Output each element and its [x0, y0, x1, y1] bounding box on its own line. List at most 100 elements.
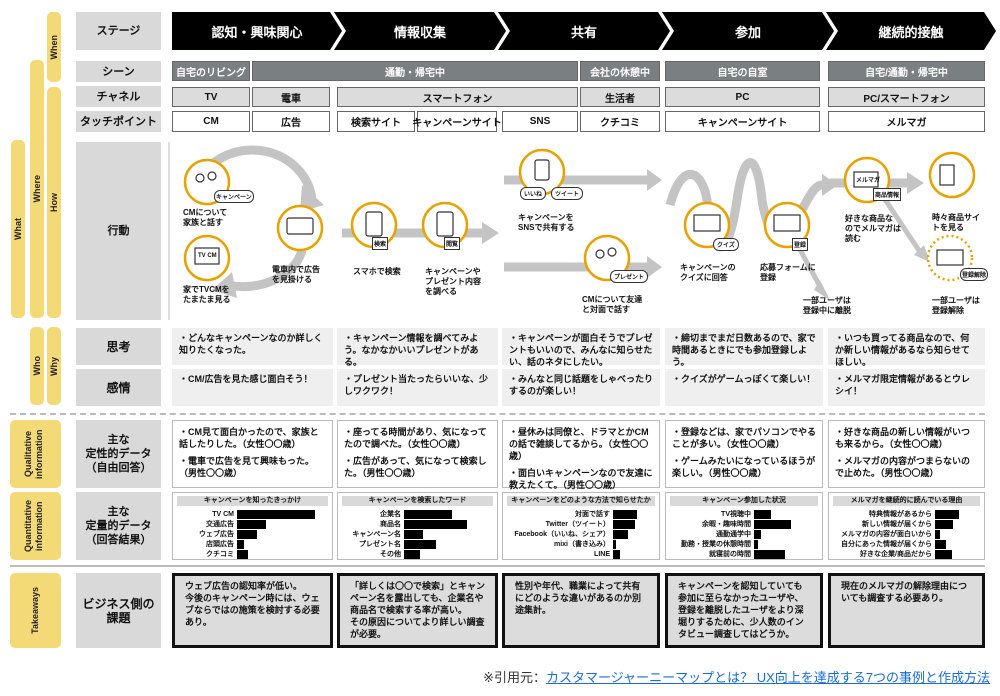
- qualitative-quote: ・ゲームみたいになっているほうが楽しい。（男性〇〇歳）: [672, 456, 816, 478]
- section-divider: [10, 565, 985, 567]
- chart-bar: [237, 509, 316, 519]
- touchpoint-cell: SNS: [502, 111, 578, 132]
- how-label: How: [47, 87, 61, 318]
- action-caption: キャンペーンを SNSで共有する: [518, 213, 575, 232]
- journey-arrows: [183, 145, 976, 300]
- chart-tick-label: 就寝前の時間: [709, 551, 751, 558]
- chart-tick-label: TV視聴中: [721, 511, 751, 518]
- chart-tick-label: メルマガの内容が面白いから: [841, 531, 932, 538]
- row-label-scene: シーン: [76, 61, 161, 82]
- row-label-quantitative: 主な 定量的データ （回答結果）: [76, 492, 161, 560]
- arrowhead: [212, 272, 237, 298]
- touchpoint-cell: キャンペーンサイト: [412, 111, 502, 132]
- chart-title: キャンペーンをどのような方法で知らせたか: [507, 496, 655, 506]
- chart-row: LINE: [507, 549, 655, 559]
- envelope-icon: [853, 171, 879, 188]
- action-caption: 電車内で広告 を見掛ける: [272, 265, 320, 284]
- action-caption: 好きな商品な のでメルマガは 読む: [845, 214, 901, 243]
- like-bubble-icon: いいね: [520, 187, 547, 200]
- stage-continuous: 継続的接触: [826, 12, 996, 50]
- chart-tick-label: LINE: [594, 550, 610, 558]
- citation: ※引用元：カスタマージャーニーマップとは？ UX向上を達成する7つの事例と作成方…: [483, 667, 990, 686]
- stage-awareness: 認知・興味関心: [172, 12, 342, 50]
- action-caption: 時々商品サイ トを見る: [932, 213, 980, 232]
- section-divider: [10, 413, 985, 415]
- business-issue-cell: キャンペーンを認知していても参加に至らなかったユーザや、登録を離脱したユーザをよ…: [665, 573, 823, 648]
- qualitative-quote: ・メルマガの内容がつまらないので止めた。（男性〇〇歳）: [835, 456, 971, 478]
- business-issue-cell: ウェブ広告の認知率が低い。 今後のキャンペーン時には、ウェブならではの施策を検討…: [172, 573, 333, 648]
- business-issue-cell: 性別や年代、職業によって共有にどのような違いがあるのか別途集計。: [502, 573, 660, 648]
- chart-row: Facebook（いいね、シェア）: [507, 529, 655, 539]
- laptop-icon: [936, 249, 964, 266]
- qualitative-cell: ・登録などは、家でパソコンでやることが多い。（女性〇〇歳）・ゲームみたいになって…: [665, 420, 823, 488]
- citation-link[interactable]: カスタマージャーニーマップとは？ UX向上を達成する7つの事例と作成方法: [546, 670, 990, 685]
- chart-row: 余暇・趣味時間: [670, 519, 818, 529]
- stage-information: 情報収集: [334, 12, 506, 50]
- row-label-qualitative: 主な 定性的データ （自由回答）: [76, 420, 161, 488]
- chart-bar: [935, 519, 954, 529]
- channel-cell: PC/スマートフォン: [828, 87, 985, 107]
- smartphone-icon: [436, 211, 454, 237]
- tvcm-icon: TV CM: [198, 253, 217, 259]
- chart-tick-label: キャンペーン名: [352, 531, 401, 538]
- action-caption: キャンペーンや プレゼント内容 を調べる: [425, 267, 481, 296]
- chart-tick-label: 好きな企業/商品だから: [860, 551, 932, 558]
- qualitative-quote: ・CM見て面白かったので、家族と話したりした。（女性〇〇歳）: [179, 427, 319, 449]
- channel-cell: 電車: [252, 87, 330, 107]
- chart-tick-label: 余暇・趣味時間: [702, 521, 751, 528]
- tv-icon: [194, 247, 220, 265]
- row-label-stage: ステージ: [76, 12, 161, 50]
- chart-bar: [404, 539, 437, 549]
- quantitative-label: Quantitative information: [10, 492, 61, 560]
- emotion-cell: ・クイズがゲームっぽくて楽しい！: [665, 369, 823, 406]
- takeaways-text: Takeaways: [30, 587, 40, 634]
- thought-cell: ・いつも買ってる商品なので、何か新しい情報があるなら知らせてほしい。: [828, 328, 985, 367]
- register-icon: 登録: [792, 238, 809, 251]
- present-bubble-icon: プレゼント: [610, 270, 649, 283]
- touchpoint-cell: クチコミ: [580, 111, 660, 132]
- action-caption: 家でTVCMを たまたま見る: [183, 285, 231, 304]
- circle-friend-talk: [583, 234, 631, 282]
- qualitative-quote: ・好きな商品の新しい情報がいつも来るから。（女性〇〇歳）: [835, 427, 971, 449]
- laptop-icon: [773, 214, 801, 232]
- smartphone-icon: [534, 159, 550, 181]
- chart-bar: [935, 549, 953, 559]
- qualitative-text: Qualitative information: [22, 429, 44, 479]
- unsubscribe-heart-icon: 登録解除: [960, 268, 989, 281]
- chart-row: 企業名: [342, 509, 493, 519]
- chart-tick-label: 特典情報があるから: [869, 511, 932, 518]
- chart-bar: [237, 529, 257, 539]
- emotion-cell: ・みんなと同じ話題をしゃべったりするのが楽しい！: [502, 369, 660, 406]
- touchpoint-cell: CM: [172, 111, 250, 132]
- qualitative-cell: ・昼休みは同僚と、ドラマとかCMの話で雑談してるから。（女性〇〇歳）・面白いキャ…: [502, 420, 660, 490]
- chart-row: 交通広告: [177, 519, 328, 529]
- tweet-bubble-icon: ツイート: [551, 187, 584, 200]
- who-text: Who: [31, 356, 42, 376]
- chart-row: 通勤通学中: [670, 529, 818, 539]
- mailmag-icon: メルマガ: [856, 178, 881, 184]
- channel-cell: PC: [665, 87, 820, 107]
- chart-row: 商品名: [342, 519, 493, 529]
- chart-row: 特典情報があるから: [833, 509, 980, 519]
- chart-bar: [754, 539, 758, 549]
- chart-bar: [613, 519, 635, 529]
- quantitative-chart: キャンペーンを検索したワード企業名商品名キャンペーン名プレゼント名その他: [337, 492, 498, 560]
- how-text: How: [48, 193, 59, 212]
- chart-row: クチコミ: [177, 549, 328, 559]
- action-caption: CMについて 家族と話す: [183, 208, 228, 227]
- chart-tick-label: クチコミ: [206, 551, 234, 558]
- train-icon: [286, 217, 314, 235]
- chart-bar: [237, 539, 245, 549]
- chart-tick-label: 新しい情報が届くから: [862, 521, 932, 528]
- circle-quiz: [683, 201, 731, 249]
- chart-bar: [237, 549, 248, 559]
- chart-tick-label: 勤務・授業の休憩時間: [681, 541, 751, 548]
- quantitative-chart: メルマガを継続的に読んでいる理由特典情報があるから新しい情報が届くからメルマガの…: [828, 492, 985, 560]
- circle-product-site: [928, 151, 976, 199]
- action-caption: 一部ユーザは 登録中に離脱: [803, 296, 851, 315]
- chart-bar: [404, 529, 424, 539]
- chart-row: TV視聴中: [670, 509, 818, 519]
- chart-bar: [613, 529, 628, 539]
- cycle-arrow-bottom: [226, 248, 307, 292]
- chart-title: メルマガを継続的に読んでいる理由: [833, 496, 980, 506]
